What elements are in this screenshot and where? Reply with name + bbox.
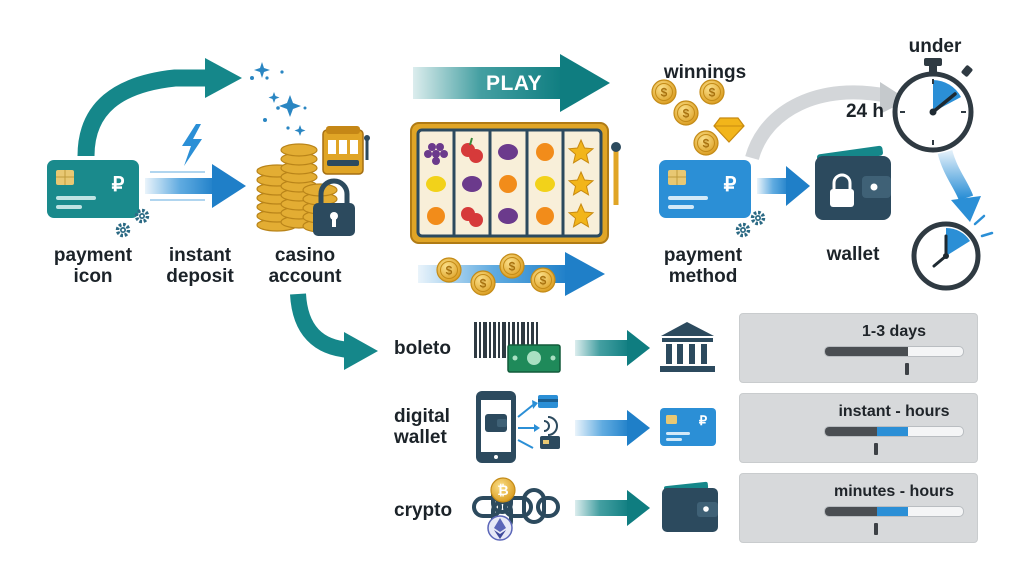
chain-icon — [472, 482, 560, 532]
padlock-icon — [313, 178, 355, 236]
casino-account-label: casino account — [250, 245, 360, 287]
coin-icon — [651, 79, 725, 156]
digital-wallet-label-line1: digital — [394, 406, 450, 427]
casino-account-label-line1: casino — [274, 245, 336, 266]
svg-text:₽: ₽ — [112, 174, 125, 196]
digital-wallet-label: digital wallet — [394, 406, 450, 448]
instant-deposit-label-line1: instant — [168, 245, 232, 266]
payment-method-label-line2: method — [668, 266, 738, 287]
contactless-icon — [517, 395, 560, 449]
play-arrow — [413, 54, 610, 112]
diamond-icon — [713, 117, 745, 143]
smartphone-icon — [476, 391, 516, 463]
ethereum-icon — [487, 515, 513, 541]
timing-progress-bar — [824, 426, 964, 437]
sparkle-icon — [250, 62, 307, 136]
down-arrow-to-clock — [937, 149, 981, 222]
arc-arrow-to-stopwatch — [745, 82, 908, 161]
payment-icon-label-line1: payment — [53, 245, 133, 266]
instant-deposit-label-line2: deposit — [166, 266, 234, 287]
digital-wallet-arrow — [575, 410, 650, 446]
timing-progress-bar — [824, 506, 964, 517]
timing-progress-fill-blue — [877, 427, 908, 436]
time-24h-label: 24 h — [845, 101, 885, 122]
timing-progress-fill — [825, 507, 878, 516]
svg-text:₽: ₽ — [724, 174, 737, 196]
clock-icon — [911, 214, 994, 291]
stopwatch-icon — [892, 58, 974, 153]
payment-icon-label: payment icon — [38, 245, 148, 287]
timing-panel-crypto: minutes - hours — [739, 473, 978, 543]
bitcoin-icon: ₿ — [490, 477, 516, 503]
timing-progress-bar — [824, 346, 964, 357]
boleto-label: boleto — [394, 338, 451, 359]
credit-card-icon: ₽ — [659, 160, 751, 218]
instant-deposit-arrow — [145, 164, 246, 208]
bank-icon — [660, 322, 715, 372]
casino-account-label-line2: account — [268, 266, 342, 287]
timing-marker — [874, 443, 879, 455]
timing-panel-digital-wallet: instant - hours — [739, 393, 978, 463]
slot-machine-icon — [322, 126, 370, 175]
coin-flow-arrow — [418, 252, 605, 296]
digital-wallet-label-line2: wallet — [394, 427, 447, 448]
banknote-icon — [507, 344, 561, 373]
winnings-label: winnings — [663, 62, 747, 83]
timing-progress-fill-blue — [877, 507, 908, 516]
wallet-label: wallet — [826, 244, 880, 265]
barcode-icon — [474, 322, 538, 358]
lightning-icon — [182, 124, 202, 166]
crypto-label: crypto — [394, 500, 453, 521]
boleto-arrow — [575, 330, 650, 366]
timing-text: instant - hours — [838, 403, 950, 420]
payment-method-label: payment method — [648, 245, 758, 287]
slot-machine-reels — [410, 122, 621, 244]
timing-progress-fill — [825, 347, 908, 356]
curved-arrow-to-withdrawals — [290, 293, 378, 370]
curved-arrow-card-to-top — [77, 58, 242, 157]
svg-text:₽: ₽ — [699, 413, 708, 428]
wallet-icon — [815, 145, 891, 220]
timing-panel-boleto: 1-3 days — [739, 313, 978, 383]
under-label: under — [908, 36, 962, 57]
credit-card-icon: ₽ — [47, 160, 139, 218]
timing-marker — [874, 523, 879, 535]
crypto-arrow — [575, 490, 650, 526]
card-to-wallet-arrow — [757, 166, 810, 206]
play-label: PLAY — [486, 72, 543, 95]
instant-deposit-label: instant deposit — [145, 245, 255, 287]
timing-text: minutes - hours — [833, 483, 954, 500]
payment-method-label-line1: payment — [663, 245, 743, 266]
credit-card-icon: ₽ — [660, 408, 716, 446]
timing-progress-fill — [825, 427, 878, 436]
wallet-icon — [662, 481, 718, 532]
timing-marker — [904, 363, 909, 375]
payment-icon-label-line2: icon — [73, 266, 113, 287]
timing-text: 1-3 days — [861, 323, 927, 340]
svg-text:₿: ₿ — [497, 482, 508, 498]
